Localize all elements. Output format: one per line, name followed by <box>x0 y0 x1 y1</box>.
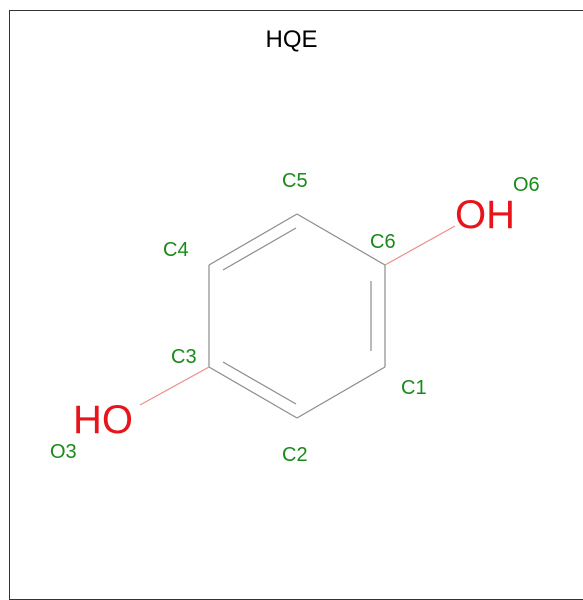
bond-c6-o6 <box>384 225 456 266</box>
atom-label-c3: C3 <box>171 346 197 368</box>
hydroxyl-right-label: OH <box>455 193 515 237</box>
bond-c1-c2 <box>296 366 386 419</box>
atom-label-c5: C5 <box>282 170 308 192</box>
atom-label-c2: C2 <box>282 444 308 466</box>
bond-inner-c2-c3 <box>222 361 297 405</box>
atom-label-c6: C6 <box>370 231 396 253</box>
bond-c5-c6 <box>296 213 386 266</box>
atom-label-c1: C1 <box>401 377 427 399</box>
hydroxyl-left-label: HO <box>73 398 133 442</box>
molecule-title: HQE <box>265 26 318 53</box>
bond-c4-c5 <box>208 213 298 266</box>
bond-inner-c5-c4 <box>222 227 297 271</box>
atom-label-o3: O3 <box>50 441 77 463</box>
atom-label-o6: O6 <box>513 174 540 196</box>
bond-c3-o3 <box>139 366 210 406</box>
ring-bonds <box>208 213 386 419</box>
bond-c2-c3 <box>208 366 298 419</box>
molecule-diagram: OH HO C5 C4 C6 C3 C1 C2 O6 O3 <box>50 170 540 466</box>
atom-label-c4: C4 <box>163 239 189 261</box>
